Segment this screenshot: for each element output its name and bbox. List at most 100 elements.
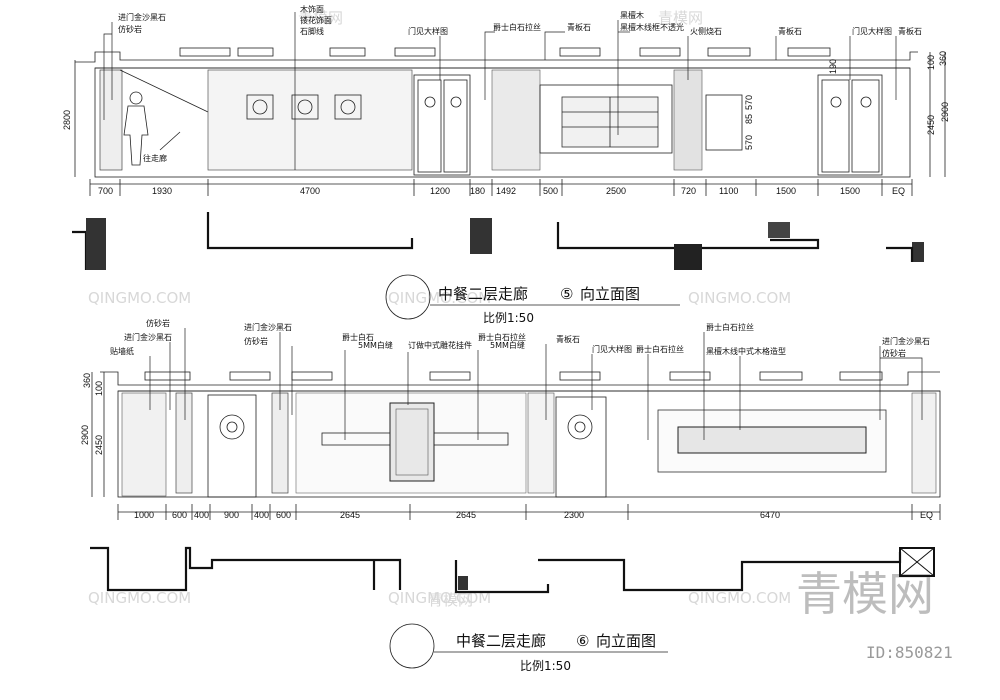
callout-label: 镂花饰面 [300, 15, 332, 25]
height-dim: 360 [82, 373, 92, 388]
double-door [413, 74, 471, 176]
dim-label: 1100 [719, 186, 738, 196]
dim-label: EQ [920, 510, 933, 520]
callout-label: 青板石 [898, 26, 922, 36]
callout-label: 进门金沙黑石 [882, 336, 930, 346]
height-dims-right: 100 360 2450 2900 [926, 51, 950, 177]
plan-section [72, 212, 924, 270]
watermark-text: QINGMO.COM [688, 589, 791, 607]
dim-label: 400 [194, 510, 209, 520]
height-dim: 100 [926, 55, 936, 70]
round-ornament-group [246, 94, 362, 120]
callout-label: 仿砂岩 [118, 24, 142, 34]
height-dim: 100 [94, 381, 104, 396]
burnt-stone-column [673, 69, 703, 171]
stone-column [175, 392, 193, 494]
callout-label: 青板石 [778, 26, 802, 36]
plan-section [90, 546, 935, 594]
height-dim: 2800 [62, 110, 72, 130]
stone-panel [527, 392, 555, 494]
callout-label: 订做中式雕花挂件 [408, 340, 472, 350]
watermark-text: QINGMO.COM [688, 289, 791, 307]
title-suffix: 向立面图 [580, 285, 640, 303]
dim-label: 2645 [456, 510, 476, 520]
dim-label: 900 [224, 510, 239, 520]
carved-hanging-panel [389, 402, 435, 482]
dim-label: 1000 [134, 510, 154, 520]
callout-label: 门见大样图 [592, 344, 632, 354]
title-suffix: 向立面图 [596, 632, 656, 650]
watermark-text: QINGMO.COM [388, 589, 491, 607]
elevation-outline [117, 390, 941, 498]
callout-label: 进门金沙黑石 [118, 12, 166, 22]
inline-dim: 570 [744, 135, 754, 150]
watermark-text: QINGMO.COM [88, 289, 191, 307]
dimension-chain: 700 1930 4700 1200 180 1492 500 2500 720… [89, 179, 913, 196]
material-callouts: 仿砂岩 进门金沙黑石 贴墙纸 进门金沙黑石 仿砂岩 爵士白石 5MM白缝 订做中… [110, 318, 930, 440]
callout-label: 爵士白石拉丝 [706, 322, 754, 332]
stone-panel [491, 69, 541, 171]
title-number: ⑥ [576, 632, 589, 650]
callout-label: 进门金沙黑石 [244, 322, 292, 332]
patterned-panel [121, 392, 167, 497]
stone-column [99, 69, 123, 171]
dim-label: 400 [254, 510, 269, 520]
callout-label: 爵士白石拉丝 [478, 332, 526, 342]
title-number: ⑤ [560, 285, 573, 303]
callout-label: 仿砂岩 [244, 336, 268, 346]
dim-label: 2300 [564, 510, 584, 520]
callout-label: 爵士白石拉丝 [636, 344, 684, 354]
height-dim: 2900 [940, 102, 950, 122]
callout-label: 贴墙纸 [110, 346, 134, 356]
dim-label: 1500 [776, 186, 796, 196]
single-door [555, 396, 607, 498]
dim-label: 4700 [300, 186, 320, 196]
inline-dim: 85 [744, 114, 754, 124]
callout-label: 石脚线 [300, 26, 324, 36]
ceiling-line [100, 371, 940, 392]
height-dim: 2450 [94, 435, 104, 455]
callout-label: 爵士白石 [342, 332, 374, 342]
height-dim: 2900 [80, 425, 90, 445]
ceiling-line [75, 47, 918, 69]
stone-column [911, 392, 937, 494]
inline-dim: 190 [828, 59, 838, 74]
dim-label: 600 [172, 510, 187, 520]
elevation-6: 360 100 2450 2900 1000 600 400 900 400 6… [80, 318, 941, 673]
callout-label: 青板石 [567, 22, 591, 32]
watermark-layer: QINGMO.COM QINGMO.COM QINGMO.COM QINGMO.… [88, 9, 953, 662]
callout-label: 爵士白石拉丝 [493, 22, 541, 32]
dim-label: EQ [892, 186, 905, 196]
dim-label: 2500 [606, 186, 626, 196]
dim-label: 720 [681, 186, 696, 196]
dim-label: 1500 [840, 186, 860, 196]
watermark-text: 青模网 [428, 591, 473, 609]
person-silhouette [123, 91, 149, 166]
callout-label: 黑檀木 [620, 10, 644, 20]
dim-label: 1930 [152, 186, 172, 196]
elevation-5: 往走廊 570 85 570 [62, 4, 950, 325]
dimension-chain: 1000 600 400 900 400 600 2645 2645 2300 … [117, 504, 941, 520]
callout-label: 木饰面 [300, 4, 324, 14]
watermark-text: 青模网 [658, 9, 703, 27]
scale-text: 比例1:50 [483, 311, 534, 325]
direction-label: 往走廊 [143, 153, 167, 163]
callout-label: 火侧烧石 [690, 26, 722, 36]
patterned-panel [207, 69, 413, 171]
callout-label: 仿砂岩 [882, 348, 906, 358]
dim-label: 500 [543, 186, 558, 196]
height-dim: 360 [938, 51, 948, 66]
callout-label: 门见大样图 [852, 26, 892, 36]
height-dim: 2450 [926, 115, 936, 135]
lattice-band [677, 426, 867, 454]
watermark-id: ID:850821 [866, 643, 953, 662]
callout-label: 青板石 [556, 334, 580, 344]
dim-label: 700 [98, 186, 113, 196]
callout-label: 黑檀木线中式木格造型 [706, 346, 786, 356]
dim-label: 6470 [760, 510, 780, 520]
watermark-text: QINGMO.COM [88, 589, 191, 607]
dim-label: 600 [276, 510, 291, 520]
wall-panel [539, 84, 673, 154]
dim-label: 1492 [496, 186, 516, 196]
